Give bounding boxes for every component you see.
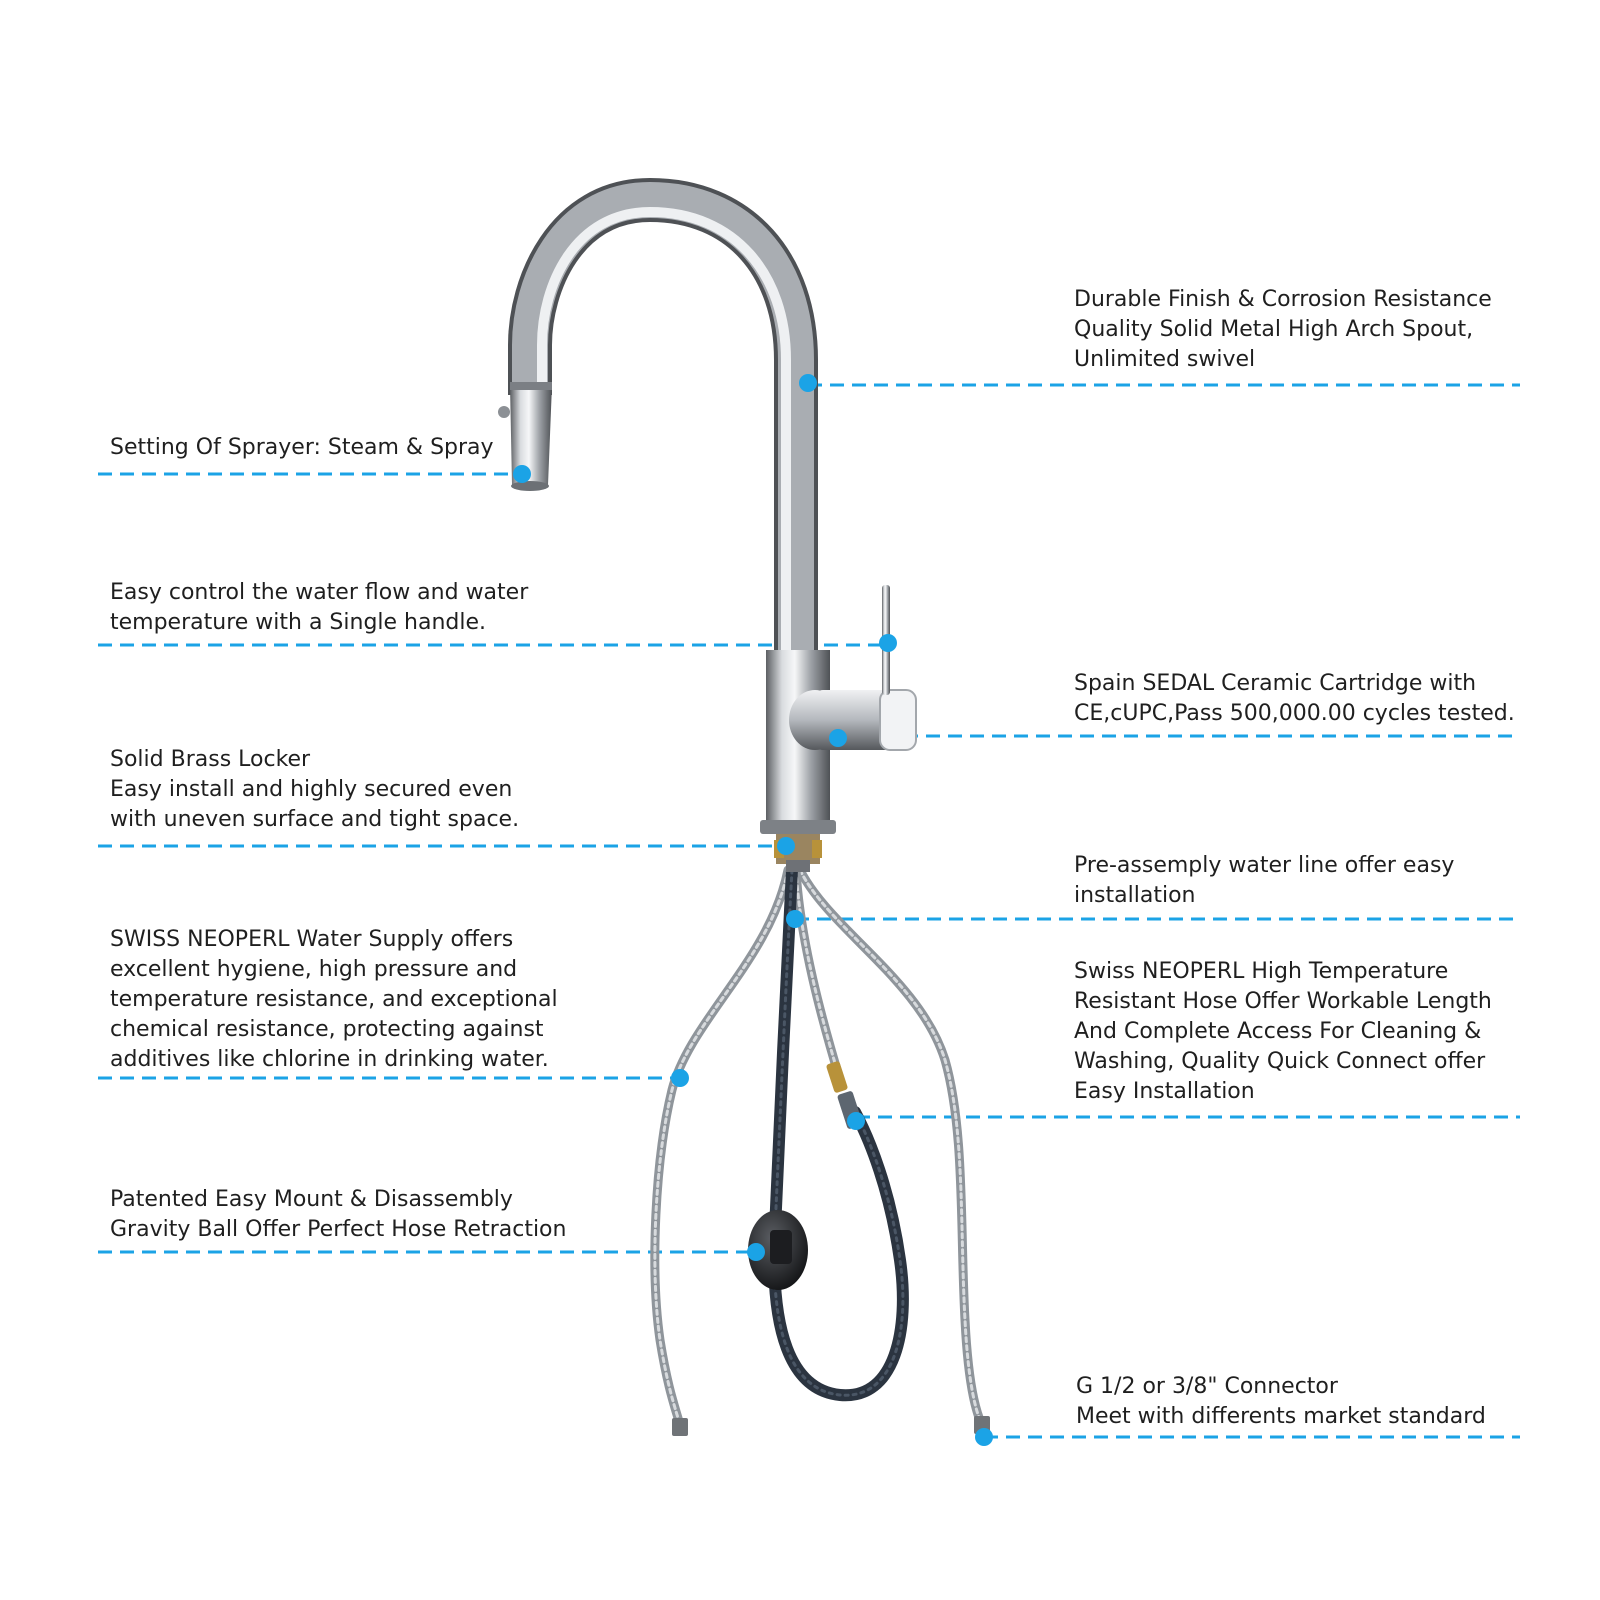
callout-hose: Swiss NEOPERL High Temperature Resistant… <box>1074 959 1492 1104</box>
sprayer-head <box>498 382 552 491</box>
callout-dots <box>513 374 993 1446</box>
dot-cartridge <box>829 729 847 747</box>
gravity-ball <box>748 1210 808 1290</box>
supply-hoses <box>650 865 987 1430</box>
right-supply-hose <box>795 865 987 1430</box>
callout-locker: Solid Brass Locker Easy install and high… <box>110 747 520 832</box>
callout-cartridge: Spain SEDAL Ceramic Cartridge with CE,cU… <box>1074 671 1515 726</box>
dot-sprayer <box>513 465 531 483</box>
callout-spout: Durable Finish & Corrosion Resistance Qu… <box>1074 287 1492 372</box>
pull-down-hose <box>768 864 909 1402</box>
dot-connector <box>975 1428 993 1446</box>
dot-handle <box>879 634 897 652</box>
hose-end-connectors <box>672 1416 990 1436</box>
dot-locker <box>777 837 795 855</box>
dot-supply <box>671 1069 689 1087</box>
callout-sprayer: Setting Of Sprayer: Steam & Spray <box>110 435 494 460</box>
callout-connector: G 1/2 or 3/8" Connector Meet with differ… <box>1076 1374 1486 1429</box>
dot-gravity-ball <box>747 1243 765 1261</box>
callout-waterline: Pre-assemply water line offer easy insta… <box>1074 853 1455 908</box>
dot-spout <box>799 374 817 392</box>
faucet-body <box>760 650 836 872</box>
dot-hose <box>847 1112 865 1130</box>
callout-gravity-ball: Patented Easy Mount & Disassembly Gravit… <box>110 1187 567 1242</box>
callout-handle: Easy control the water flow and water te… <box>110 580 529 635</box>
callout-supply: SWISS NEOPERL Water Supply offers excell… <box>110 927 558 1072</box>
left-supply-hose <box>650 865 793 1430</box>
spout <box>508 177 818 650</box>
dot-waterline <box>786 910 804 928</box>
leader-lines <box>98 383 1520 1439</box>
